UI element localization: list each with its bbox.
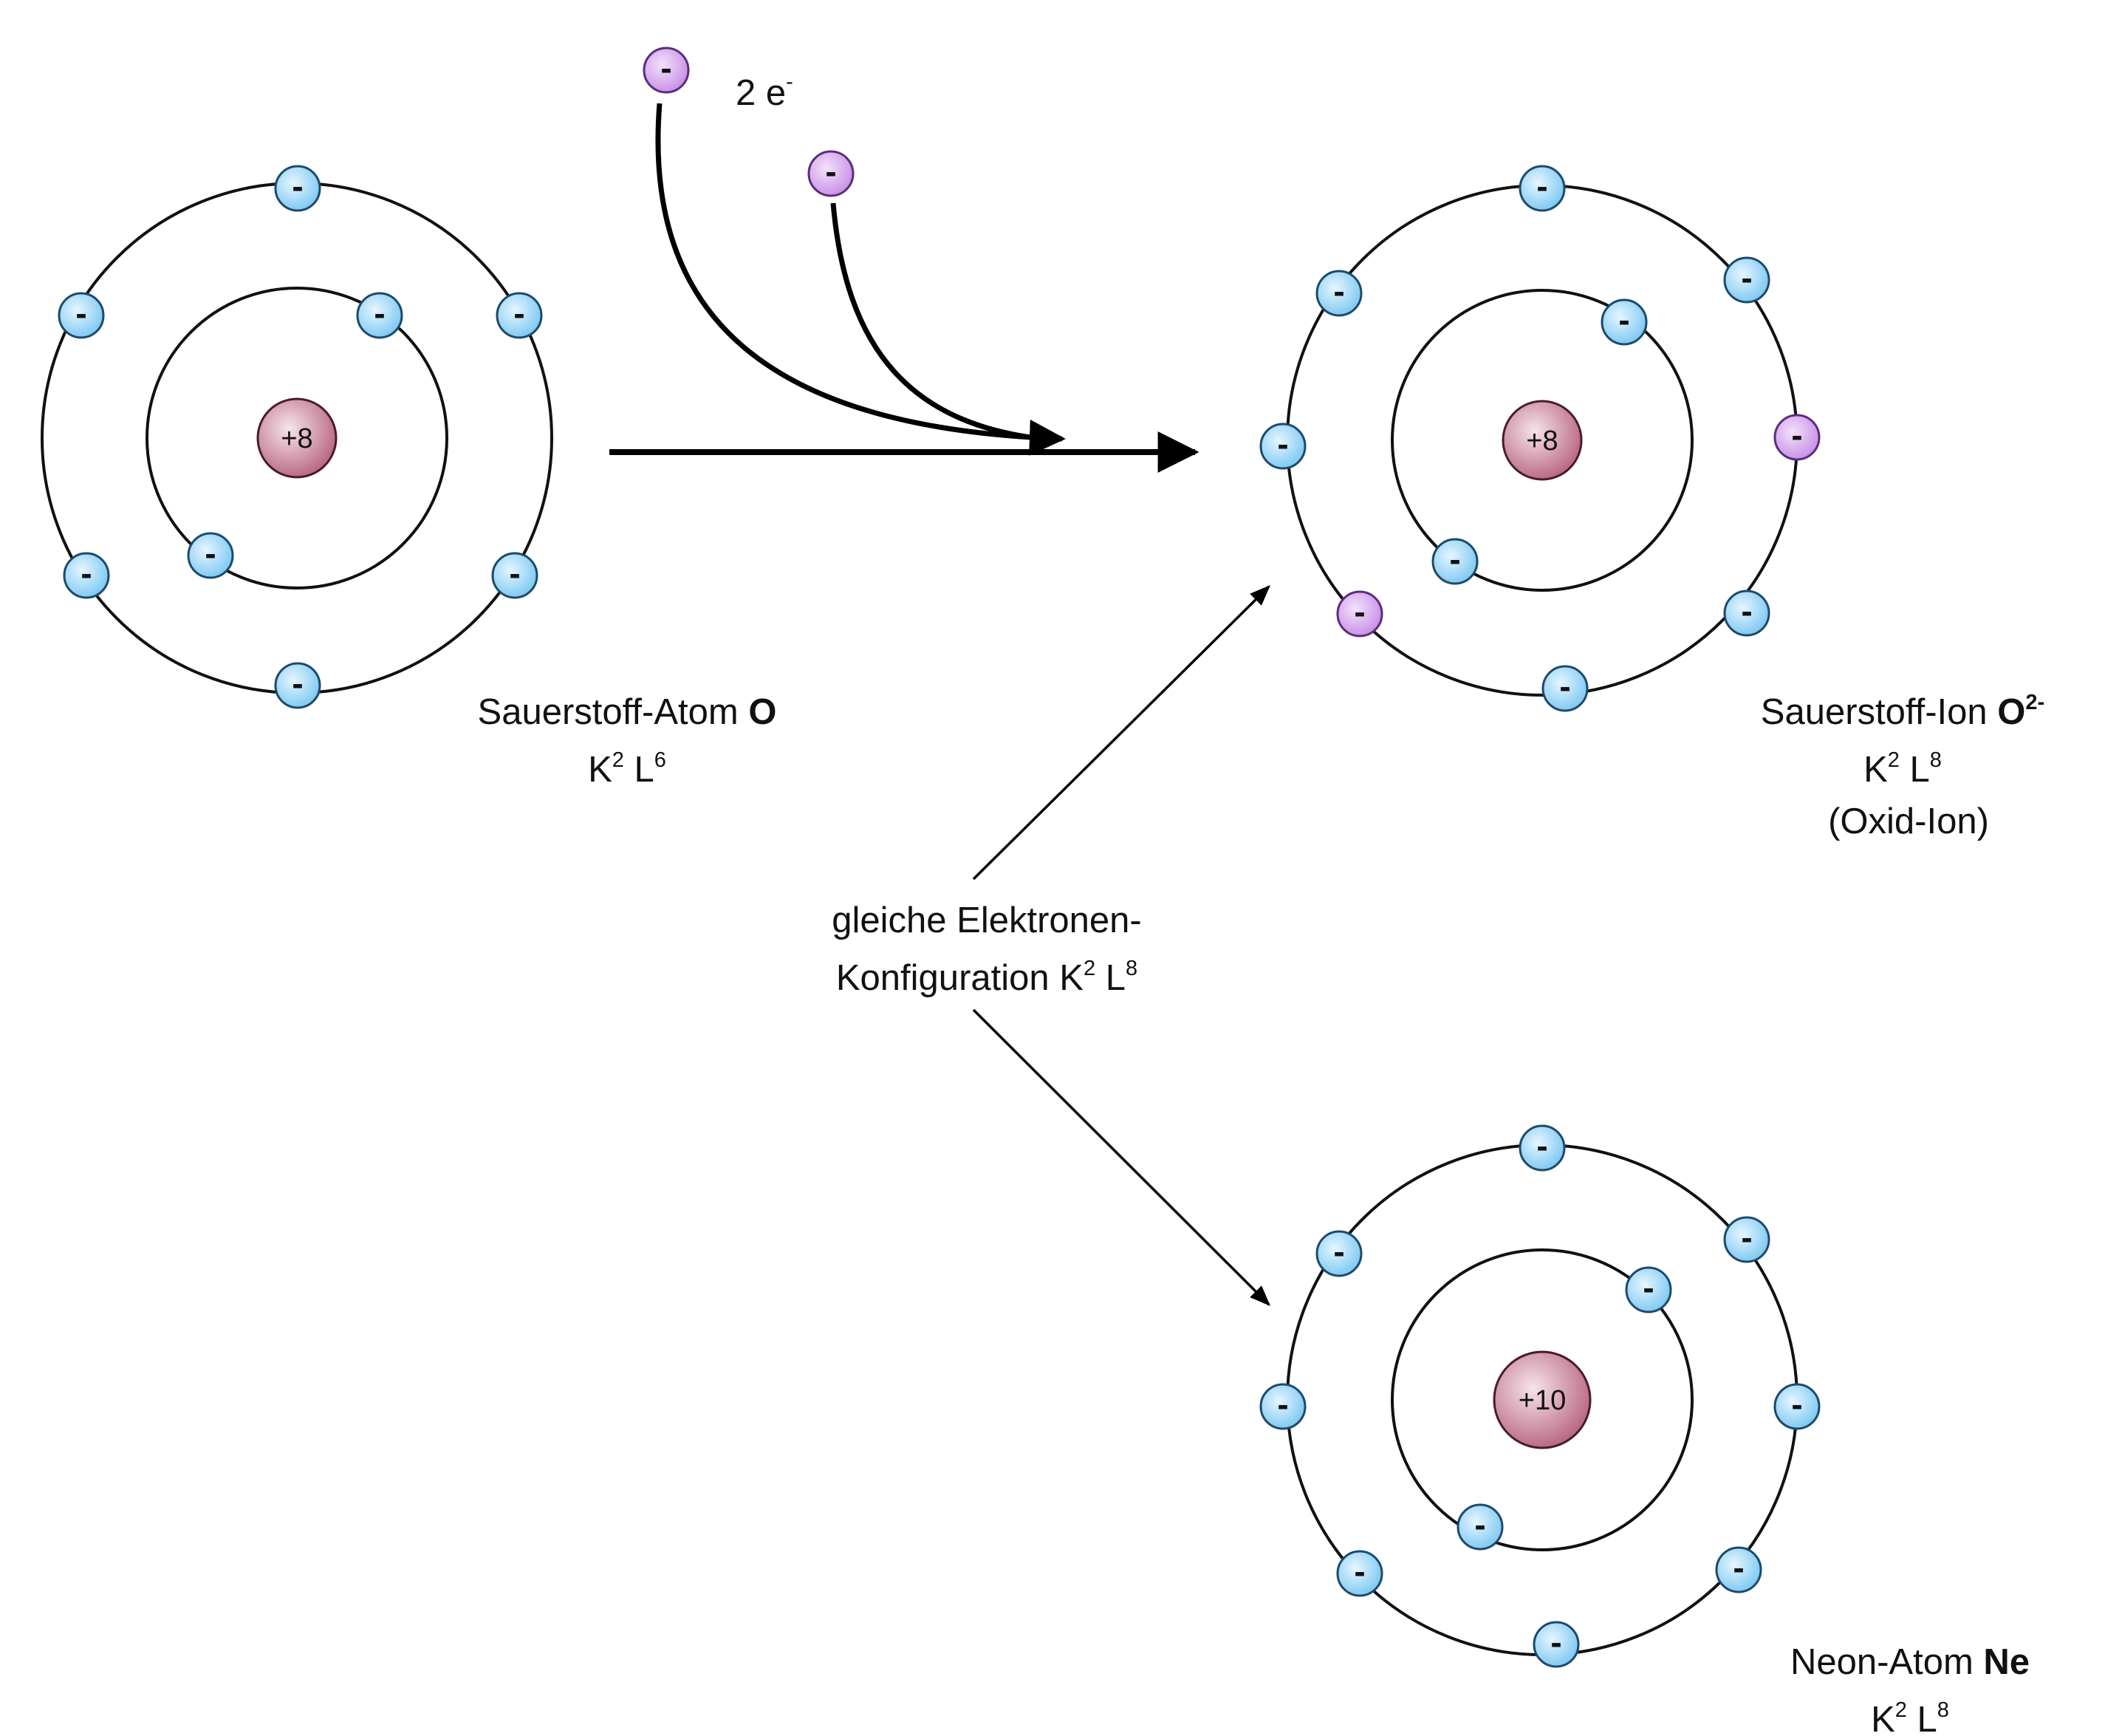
electron: - <box>274 165 321 212</box>
electron-charge: - <box>205 539 216 571</box>
added-electron: - <box>807 150 855 197</box>
electron: - <box>496 292 543 339</box>
electron-charge: - <box>1741 263 1753 295</box>
electron-charge: - <box>81 558 92 591</box>
electron: - <box>1315 1230 1363 1277</box>
electron-charge: - <box>1741 596 1753 629</box>
electron-charge: - <box>1354 597 1366 629</box>
electron: - <box>1723 1216 1770 1263</box>
oxide-nucleus: +8 <box>1502 400 1583 481</box>
added-electron: - <box>643 47 690 94</box>
electron-charge: - <box>1277 429 1289 462</box>
electron: - <box>187 532 234 579</box>
electron-charge: - <box>1791 420 1803 453</box>
neon-nucleus-charge: +10 <box>1519 1385 1566 1416</box>
note-line-1: gleiche Elektronen- <box>832 901 1141 940</box>
electron-charge: - <box>1277 1390 1289 1422</box>
oxygen-config: K2 L6 <box>588 748 666 790</box>
oxygen-inner-shell <box>146 287 448 590</box>
neon-nucleus: +10 <box>1493 1350 1592 1449</box>
electron-charge: - <box>1618 305 1630 338</box>
electron: - <box>1519 165 1566 212</box>
electron: - <box>58 292 105 339</box>
electron-charge: - <box>1733 1553 1745 1585</box>
electron-charge: - <box>1791 1390 1803 1422</box>
electron: - <box>1625 1266 1672 1313</box>
electron-charge: - <box>1449 544 1461 577</box>
oxygen-name: Sauerstoff-Atom O <box>478 692 777 732</box>
electron-charge: - <box>825 157 837 189</box>
oxide-added-electrons: -- <box>1336 414 1821 638</box>
added-electron: - <box>1773 414 1821 461</box>
electron-charge: - <box>1333 276 1345 309</box>
electron: - <box>1519 1124 1566 1172</box>
electron: - <box>1601 298 1648 346</box>
configuration-note: gleiche Elektronen- Konfiguration K2 L8 <box>832 901 1141 998</box>
oxide-nucleus-charge: +8 <box>1526 426 1558 457</box>
oxide-inner-shell <box>1391 289 1694 592</box>
electron-charge: - <box>1333 1237 1345 1269</box>
electron: - <box>1315 270 1363 317</box>
note-arrow-to-neon <box>972 1008 1270 1306</box>
electron: - <box>356 292 403 339</box>
electron-path-1 <box>655 103 1066 456</box>
electron: - <box>1773 1383 1821 1430</box>
electron-charge: - <box>1474 1510 1486 1542</box>
electron: - <box>491 552 538 599</box>
electron-charge: - <box>75 298 87 331</box>
oxygen-nucleus-charge: +8 <box>281 423 312 454</box>
electron: - <box>1723 590 1770 637</box>
oxide-label: Sauerstoff-Ion O2- K2 L8 (Oxid-Ion) <box>1761 691 2044 841</box>
electron-path-2 <box>830 202 1057 443</box>
oxygen-atom: +8 - - - - - - - - <box>41 165 553 709</box>
electron: - <box>1533 1621 1580 1668</box>
neon-electrons: - - - - - - - - - - <box>1259 1124 1821 1668</box>
electron: - <box>1541 665 1589 712</box>
electron: - <box>1259 1383 1307 1430</box>
electron-charge: - <box>1559 671 1571 704</box>
electron: - <box>1431 538 1479 585</box>
neon-name: Neon-Atom Ne <box>1790 1642 2030 1682</box>
electron-charge: - <box>660 53 672 86</box>
electron-charge: - <box>1643 1273 1654 1305</box>
arrows <box>609 103 1270 1306</box>
note-line-2: Konfiguration K2 L8 <box>836 957 1137 998</box>
note-arrow-to-ion <box>972 585 1270 881</box>
electron-charge: - <box>292 669 304 701</box>
electron-charge: - <box>1536 171 1548 204</box>
electron: - <box>1457 1503 1504 1551</box>
oxygen-nucleus: +8 <box>256 397 338 479</box>
oxygen-electrons: - - - - - - - - <box>58 165 543 709</box>
electron-charge: - <box>374 298 386 331</box>
oxide-ion: +8 -------- -- <box>1259 165 1821 712</box>
added-electrons-label: 2 e- <box>736 70 793 113</box>
electron: - <box>63 552 110 599</box>
added-electron: - <box>1336 590 1383 638</box>
neon-label: Neon-Atom Ne K2 L8 <box>1790 1642 2030 1736</box>
oxygen-label: Sauerstoff-Atom O K2 L6 <box>478 692 777 790</box>
electron: - <box>1723 256 1770 304</box>
neon-atom: +10 - - - - - - - - - - <box>1259 1124 1821 1668</box>
oxide-name: Sauerstoff-Ion O2- <box>1761 691 2044 732</box>
electron-charge: - <box>509 558 521 591</box>
electron: - <box>1715 1546 1762 1593</box>
electron-charge: - <box>1536 1131 1548 1163</box>
oxide-electrons: - - - - - - - - <box>1259 165 1770 712</box>
electron: - <box>274 662 321 709</box>
electron-charge: - <box>513 298 525 331</box>
neon-config: K2 L8 <box>1871 1698 1949 1736</box>
electron-charge: - <box>292 171 304 204</box>
electron: - <box>1259 423 1307 470</box>
electron-charge: - <box>1550 1627 1562 1660</box>
free-electrons: -- <box>643 47 855 197</box>
electron-charge: - <box>1741 1223 1753 1255</box>
oxide-alt-name: (Oxid-Ion) <box>1828 802 1989 841</box>
oxide-config: K2 L8 <box>1863 748 1942 790</box>
electron: - <box>1336 1550 1383 1597</box>
neon-inner-shell <box>1391 1248 1694 1551</box>
electron-charge: - <box>1354 1556 1366 1589</box>
